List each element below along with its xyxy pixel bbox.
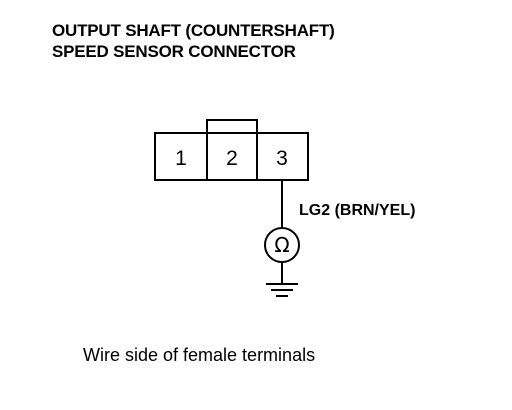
title-line-1: OUTPUT SHAFT (COUNTERSHAFT) bbox=[52, 21, 335, 40]
terminal-2-label: 2 bbox=[226, 147, 238, 170]
terminal-1-label: 1 bbox=[175, 147, 187, 170]
connector-body bbox=[154, 132, 309, 181]
terminal-3-label: 3 bbox=[276, 147, 288, 170]
ground-icon bbox=[266, 283, 298, 297]
ohm-icon: Ω bbox=[274, 233, 289, 257]
view-note: Wire side of female terminals bbox=[83, 345, 316, 365]
wire-color-label: LG2 (BRN/YEL) bbox=[299, 202, 415, 219]
connector-lock-tab bbox=[206, 119, 258, 133]
diagram-title: OUTPUT SHAFT (COUNTERSHAFT) SPEED SENSOR… bbox=[52, 20, 335, 62]
title-line-2: SPEED SENSOR CONNECTOR bbox=[52, 42, 296, 61]
